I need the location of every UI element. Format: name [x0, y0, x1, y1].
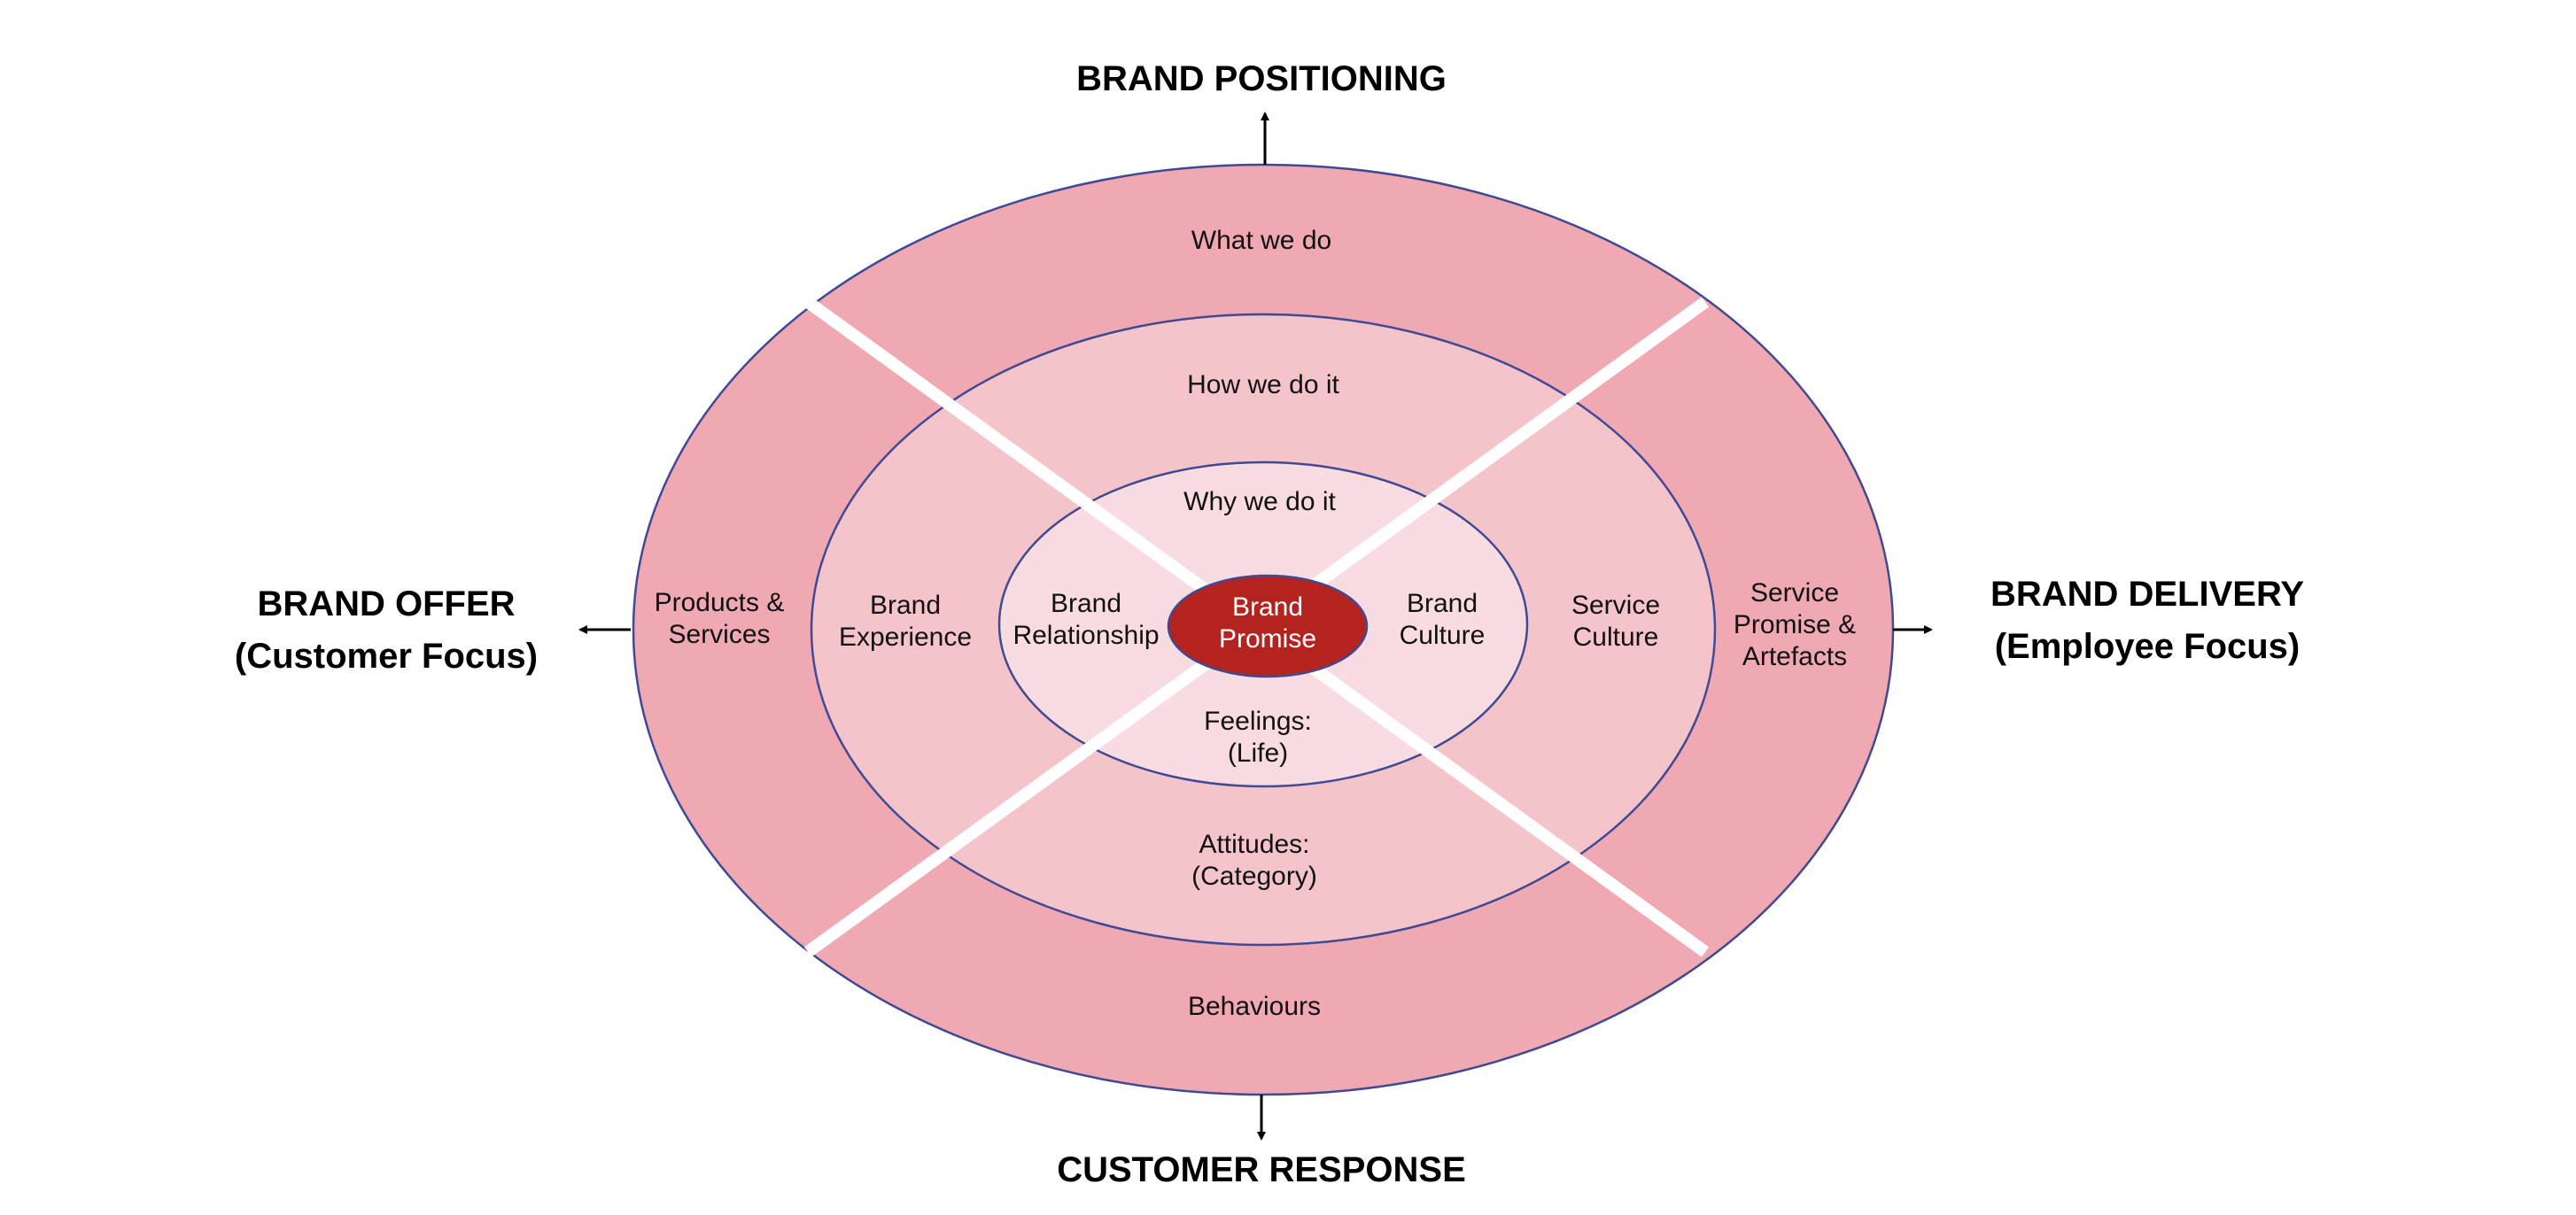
brand-offer-subtitle: (Customer Focus): [235, 637, 538, 676]
brand-offer-title: BRAND OFFER: [257, 584, 515, 623]
label-line: Brand: [1051, 589, 1121, 618]
label-line: Why we do it: [1183, 487, 1336, 516]
label-line: Service: [1571, 591, 1660, 620]
label-line: Relationship: [1013, 621, 1159, 650]
label-line: Culture: [1573, 623, 1659, 652]
outer-top-label: What we do: [1191, 226, 1331, 255]
label-line: Promise: [1219, 624, 1316, 654]
label-line: Experience: [839, 623, 972, 652]
outer-left-label: Products & Services: [655, 588, 785, 649]
customer-response-title: CUSTOMER RESPONSE: [1057, 1150, 1466, 1189]
label-line: Services: [668, 620, 770, 649]
middle-top-label: How we do it: [1187, 370, 1339, 399]
label-line: Service: [1750, 578, 1839, 608]
label-line: What we do: [1191, 226, 1331, 255]
label-line: Products &: [655, 588, 785, 617]
label-line: Behaviours: [1188, 992, 1321, 1021]
label-line: Artefacts: [1742, 642, 1847, 671]
outer-bottom-label: Behaviours: [1188, 992, 1321, 1021]
label-line: Brand: [1232, 592, 1303, 622]
brand-delivery-subtitle: (Employee Focus): [1995, 627, 2301, 666]
label-line: How we do it: [1187, 370, 1339, 399]
brand-positioning-title: BRAND POSITIONING: [1076, 59, 1447, 98]
label-line: (Category): [1191, 862, 1317, 891]
label-line: Brand: [1407, 589, 1478, 618]
brand-promise-core: [1167, 574, 1369, 678]
brand-delivery-title: BRAND DELIVERY: [1990, 575, 2304, 614]
label-line: (Life): [1228, 739, 1288, 768]
inner-top-label: Why we do it: [1183, 487, 1336, 516]
label-line: Attitudes:: [1199, 830, 1309, 859]
label-line: Culture: [1400, 621, 1486, 650]
inner-bottom-label: Feelings: (Life): [1204, 707, 1312, 768]
label-line: Brand: [870, 591, 941, 620]
middle-bottom-label: Attitudes: (Category): [1191, 830, 1317, 891]
label-line: Feelings:: [1204, 707, 1312, 736]
label-line: Promise &: [1734, 610, 1856, 639]
